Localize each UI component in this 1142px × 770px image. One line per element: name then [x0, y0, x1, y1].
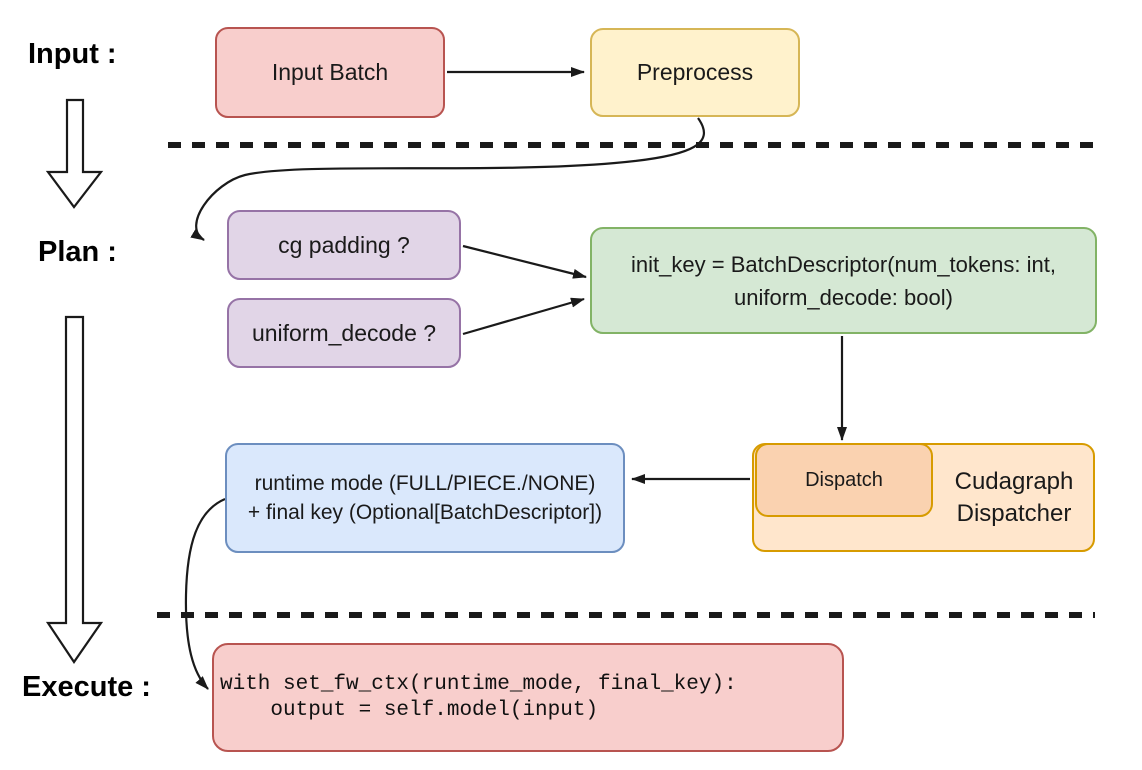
arrow-preprocess-to-cg-padding	[190, 117, 705, 241]
execute-code-line1: with set_fw_ctx(runtime_mode, final_key)…	[220, 672, 737, 696]
execute-code-line2: output = self.model(input)	[220, 698, 599, 722]
node-preprocess-label: Preprocess	[636, 59, 754, 86]
section-label-execute: Execute :	[22, 671, 151, 703]
node-init-key-line1: init_key = BatchDescriptor(num_tokens: i…	[631, 251, 1056, 277]
section-label-input: Input :	[28, 38, 117, 70]
node-cg-padding: cg padding ?	[227, 210, 461, 280]
node-init-key-line2: uniform_decode: bool)	[734, 284, 953, 310]
node-init-key: init_key = BatchDescriptor(num_tokens: i…	[590, 227, 1097, 334]
node-runtime-mode: runtime mode (FULL/PIECE./NONE) + final …	[225, 443, 625, 553]
arrow-uniform-decode-to-init-key	[462, 297, 585, 336]
node-cg-padding-label: cg padding ?	[278, 231, 410, 258]
node-input-batch: Input Batch	[215, 27, 445, 118]
node-cudagraph-dispatcher-label: Cudagraph Dispatcher	[933, 443, 1095, 552]
arrow-runtime-mode-to-execute-code	[184, 497, 226, 690]
node-dispatch-label: Dispatch	[805, 468, 883, 491]
node-input-batch-label: Input Batch	[271, 59, 389, 86]
cudagraph-label-line1: Cudagraph	[954, 467, 1074, 495]
hollow-arrow-plan-to-execute-icon	[45, 315, 104, 664]
cudagraph-label-line2: Dispatcher	[956, 499, 1072, 527]
arrow-cg-padding-to-init-key	[462, 244, 587, 279]
hollow-arrow-input-to-plan-icon	[45, 98, 104, 209]
node-preprocess: Preprocess	[590, 28, 800, 117]
node-runtime-mode-line1: runtime mode (FULL/PIECE./NONE)	[254, 472, 596, 495]
node-uniform-decode-label: uniform_decode ?	[251, 319, 437, 346]
node-runtime-mode-line2: + final key (Optional[BatchDescriptor])	[247, 501, 603, 524]
section-label-plan: Plan :	[38, 236, 117, 268]
node-execute-code: with set_fw_ctx(runtime_mode, final_key)…	[212, 643, 844, 752]
node-dispatch: Dispatch	[755, 443, 933, 517]
node-uniform-decode: uniform_decode ?	[227, 298, 461, 368]
